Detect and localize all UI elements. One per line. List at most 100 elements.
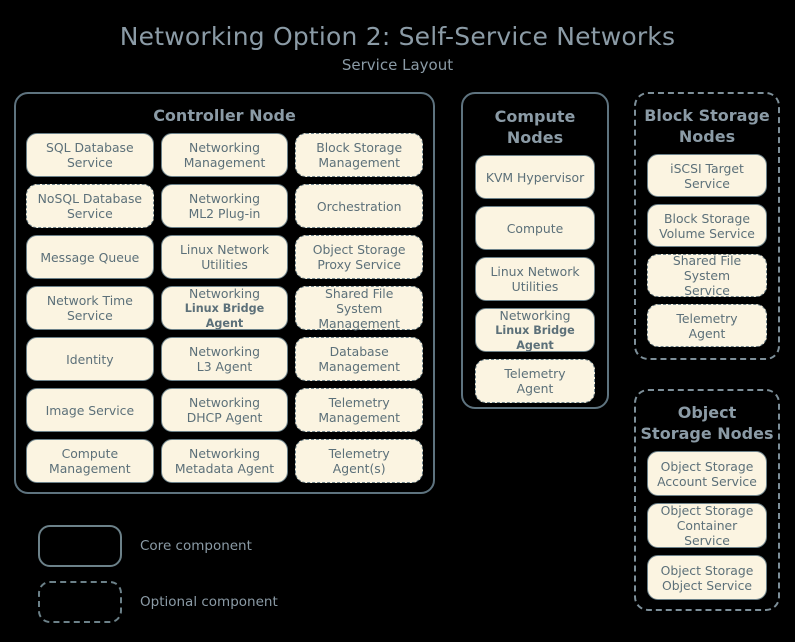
object-storage-title-line1: Object <box>677 403 737 422</box>
service-chip-line2: Service <box>66 308 113 323</box>
service-chip-line1: Orchestration <box>316 198 402 214</box>
service-chip[interactable]: Compute <box>475 206 595 250</box>
service-chip-line1: Telemetry <box>328 446 390 461</box>
service-chip-line1: Networking <box>189 395 260 410</box>
service-chip-line2: Management <box>318 315 400 331</box>
service-chip-line2: Management <box>318 410 400 425</box>
service-chip-line1: Identity <box>66 351 114 367</box>
service-chip-line1: Networking <box>189 344 260 359</box>
service-chip-line1: Object Storage <box>660 562 754 578</box>
service-chip[interactable]: Orchestration <box>295 184 424 228</box>
service-chip-line1: Compute <box>506 220 564 236</box>
compute-nodes-title-line1: Compute <box>494 107 576 126</box>
service-chip-line1: Object Storage <box>660 458 754 474</box>
service-chip-line2: Service <box>684 175 730 191</box>
legend-swatch-core <box>38 525 122 567</box>
service-chip-line1: Telemetry <box>504 366 566 381</box>
service-chip-line2: Volume Service <box>659 225 755 241</box>
service-chip-line1: Block Storage <box>664 210 750 226</box>
service-chip-line2: Utilities <box>511 279 559 294</box>
service-chip-line2: ML2 Plug-in <box>188 206 261 221</box>
service-chip-line1: Networking <box>189 191 260 206</box>
service-chip-line1: Compute <box>61 446 119 461</box>
service-chip-line2: Service <box>684 283 730 298</box>
legend-label-optional: Optional component <box>140 594 278 610</box>
controller-node-title: Controller Node <box>153 106 296 125</box>
block-storage-title-line2: Nodes <box>678 127 736 146</box>
service-chip-line1: Linux Network <box>179 242 270 257</box>
service-chip-line1: Telemetry <box>676 310 738 326</box>
service-chip-line1: Object Storage <box>312 242 406 257</box>
service-chip-line2: Utilities <box>201 257 248 272</box>
service-chip-line2: DHCP Agent <box>186 410 263 425</box>
service-chip-line1: Message Queue <box>40 249 140 265</box>
service-chip-line2: Management <box>49 461 131 476</box>
service-chip[interactable]: Identity <box>26 337 154 381</box>
object-storage-nodes-title: Object Storage Nodes <box>636 391 778 451</box>
service-chip-line1: Block Storage <box>316 140 403 155</box>
object-storage-title-line2: Storage Nodes <box>640 424 774 443</box>
service-chip-line1: Networking <box>499 307 571 323</box>
service-chip-line2: Proxy Service <box>317 257 402 272</box>
service-chip[interactable]: Image Service <box>26 388 154 432</box>
service-chip-line1: KVM Hypervisor <box>485 169 585 185</box>
service-chip-line2: Management <box>318 359 400 374</box>
service-chip-line1: SQL Database <box>46 140 134 155</box>
service-chip-line1: iSCSI Target <box>670 160 744 176</box>
service-chip-line1: Object Storage <box>660 503 754 518</box>
service-chip-line1: Networking <box>189 285 260 301</box>
legend-item-core: Core component <box>38 518 368 574</box>
service-chip-line1: Network Time <box>46 293 133 308</box>
service-chip-line2: Service <box>66 155 113 170</box>
compute-nodes-title: Compute Nodes <box>463 94 607 155</box>
service-chip-line2: Agent <box>516 381 554 396</box>
legend-swatch-optional <box>38 581 122 623</box>
service-chip-line2: Container Service <box>676 518 738 548</box>
service-chip-line1: Networking <box>189 140 260 155</box>
service-chip[interactable]: Message Queue <box>26 235 154 279</box>
service-chip-line2: Linux Bridge Agent <box>184 301 265 330</box>
service-chip[interactable]: KVM Hypervisor <box>475 155 595 199</box>
service-chip-line1: Shared File System <box>325 285 394 316</box>
block-storage-nodes-title: Block Storage Nodes <box>636 94 778 154</box>
legend-item-optional: Optional component <box>38 574 368 630</box>
block-storage-title-line1: Block Storage <box>644 106 770 125</box>
service-chip-line2: Agent <box>688 325 726 341</box>
service-chip-line1: Telemetry <box>328 395 390 410</box>
title-block: Networking Option 2: Self-Service Networ… <box>0 22 795 75</box>
